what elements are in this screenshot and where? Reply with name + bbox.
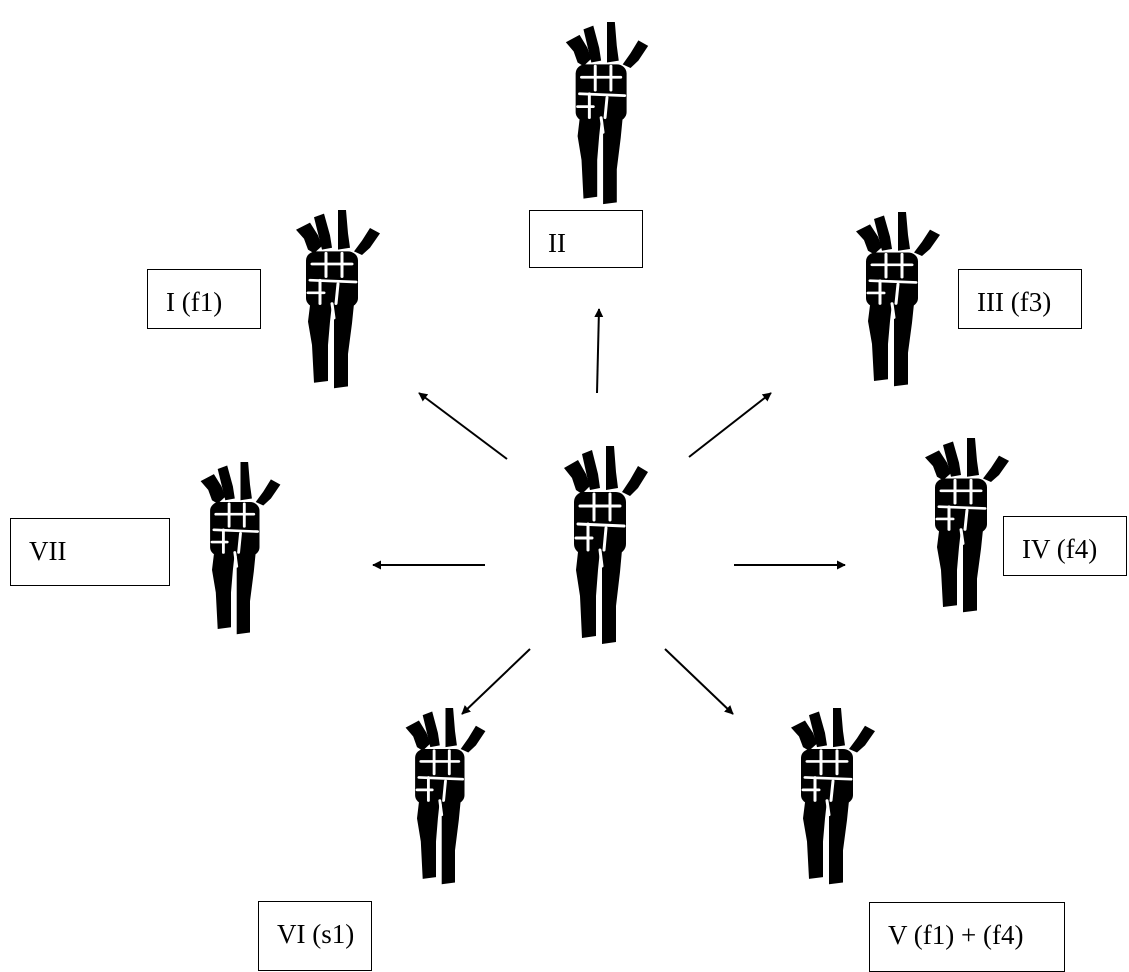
label-box-i: I (f1) [147,269,261,329]
skeleton-ii [564,20,650,206]
label-box-iv: IV (f4) [1003,516,1127,576]
label-iii: III (f3) [977,287,1052,317]
arrow-to-v [664,648,734,715]
label-i: I (f1) [166,287,223,317]
label-iv: IV (f4) [1022,534,1098,564]
label-v: V (f1) + (f4) [888,920,1024,950]
arrow-to-vi [461,648,531,715]
label-vi: VI (s1) [277,919,355,949]
skeleton-iv [923,436,1011,614]
label-box-iii: III (f3) [958,269,1082,329]
label-box-vii: VII [10,518,170,586]
arrow-to-i [418,392,508,460]
label-box-v: V (f1) + (f4) [869,902,1065,972]
skeleton-i [294,208,382,390]
skeleton-v [789,706,877,886]
arrow-to-iii [688,392,772,458]
label-box-ii: II [529,210,643,268]
skeleton-vii [199,460,282,636]
skeleton-center [562,444,650,646]
label-ii: II [548,228,566,258]
skeleton-vi [404,706,487,886]
arrow-to-ii [594,308,604,394]
label-box-vi: VI (s1) [258,901,372,971]
label-vii: VII [29,536,67,566]
skeleton-iii [854,210,942,388]
